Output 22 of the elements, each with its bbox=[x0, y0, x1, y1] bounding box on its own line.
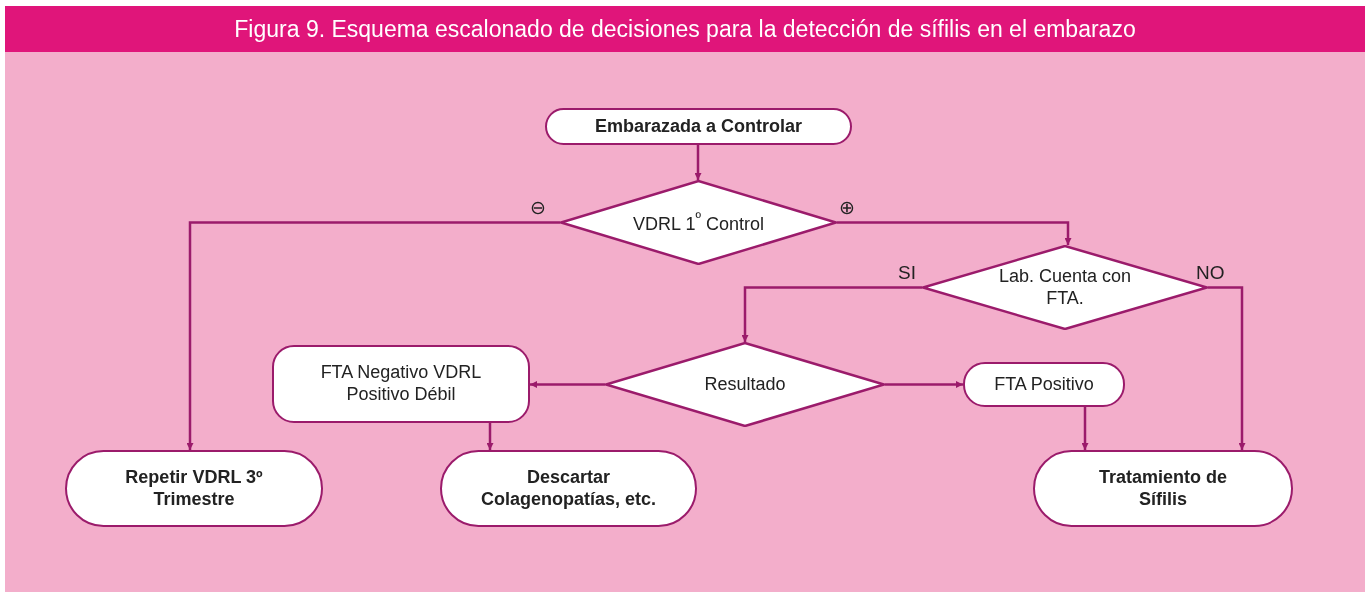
terminal-box: Tratamiento de Sífilis bbox=[1033, 450, 1293, 527]
figure-title: Figura 9. Esquema escalonado de decisiones para la detección de sífilis en el embarazo bbox=[5, 6, 1365, 52]
arrow bbox=[530, 381, 605, 388]
edge-label: NO bbox=[1196, 262, 1225, 282]
result-box: FTA Positivo bbox=[963, 362, 1125, 407]
arrow bbox=[1208, 286, 1246, 450]
edge-label: ⊕ bbox=[839, 197, 855, 217]
arrow bbox=[694, 145, 702, 180]
arrow bbox=[741, 286, 922, 342]
arrow bbox=[186, 221, 560, 450]
decision-diamond: VDRL 1$^{º}$ Control bbox=[560, 180, 837, 265]
decision-diamond: Resultado bbox=[605, 342, 885, 427]
arrow bbox=[885, 381, 963, 388]
result-box: FTA Negativo VDRL Positivo Débil bbox=[272, 345, 530, 423]
terminal-box: Descartar Colagenopatías, etc. bbox=[440, 450, 697, 527]
arrow bbox=[486, 423, 494, 450]
edge-label: ⊖ bbox=[530, 197, 546, 217]
edge-label: SI bbox=[898, 262, 916, 282]
terminal-box: Repetir VDRL 3º Trimestre bbox=[65, 450, 323, 527]
terminal-box: Embarazada a Controlar bbox=[545, 108, 852, 145]
arrow bbox=[837, 221, 1072, 245]
arrow bbox=[1081, 407, 1089, 450]
